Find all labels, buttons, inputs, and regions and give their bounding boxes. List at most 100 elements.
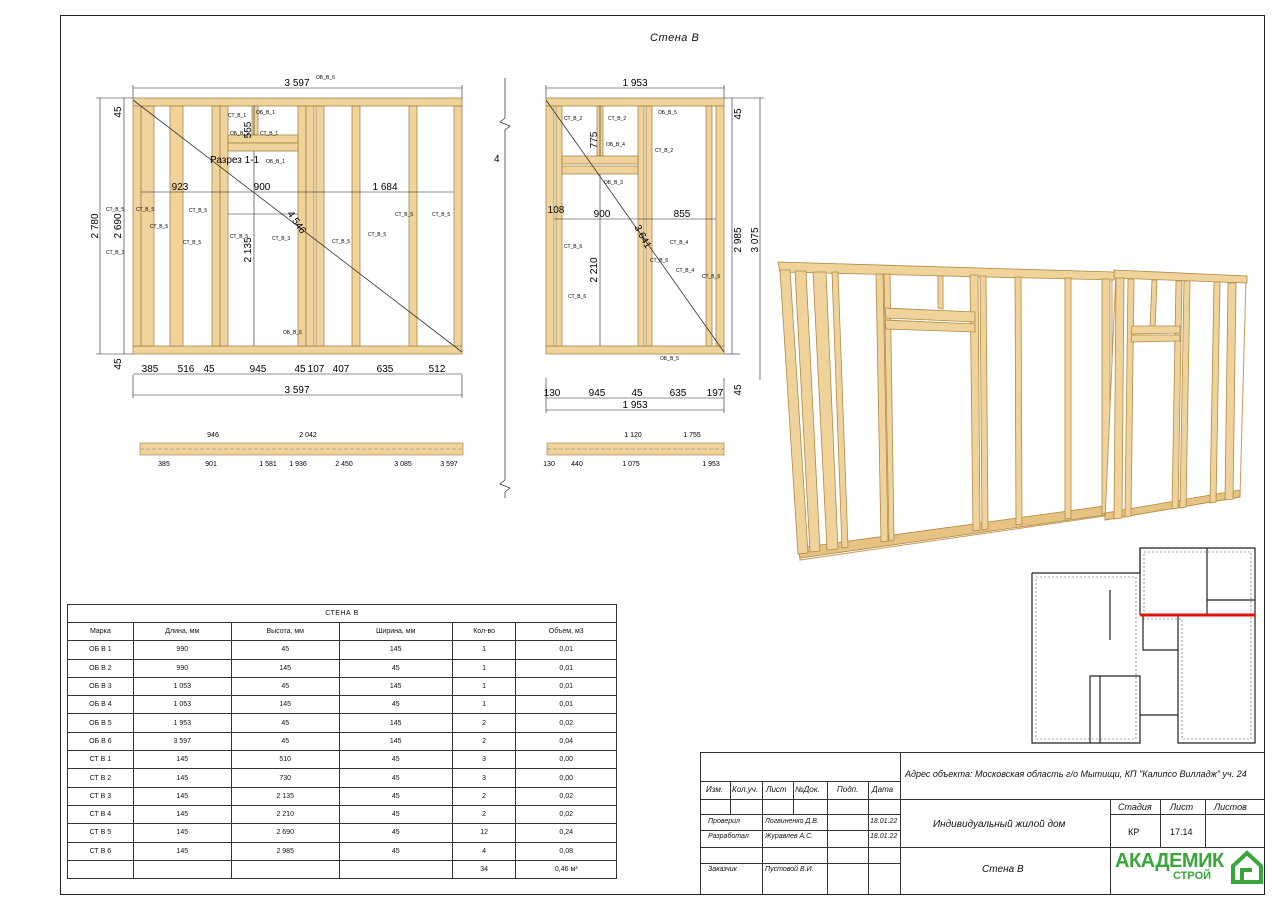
left-member-tag: СТ_В_5	[332, 239, 350, 245]
left-span-0: 923	[172, 182, 189, 193]
right-bottom-plate-dim: 45	[733, 384, 744, 396]
left-bottom-plate-dim: 45	[113, 358, 124, 370]
spec-cell: 0,02	[515, 713, 617, 733]
stamp-head-list: Лист	[766, 785, 787, 794]
spec-cell: 145	[132, 786, 232, 806]
right-plan-top-dim: 1 120	[624, 432, 642, 439]
key-plan	[1031, 547, 1256, 744]
left-plan-bottom-dim: 385	[158, 461, 170, 468]
right-chain-dim: 945	[589, 388, 606, 399]
spec-cell: 2 210	[230, 804, 340, 825]
spec-cell: 0,02	[515, 804, 617, 825]
stamp-checked-date: 18.01.22	[870, 818, 898, 825]
stamp-sheets-label: Листов	[1214, 802, 1247, 812]
stamp-head-izm: Изм.	[706, 785, 724, 794]
spec-cell: 145	[132, 768, 232, 788]
spec-cell: 145	[230, 695, 340, 715]
title-block: Адрес объекта: Московская область г/о Мы…	[700, 752, 1265, 895]
spec-cell: 2	[451, 713, 517, 733]
sheet-title: Стена В	[650, 32, 700, 44]
spec-header-cell: Длина, мм	[132, 621, 232, 642]
left-member-tag: ОБ_В_1	[266, 159, 285, 165]
spec-cell: 45	[230, 640, 340, 660]
left-top-plate-dim: 45	[113, 106, 124, 118]
right-span-0: 108	[548, 205, 565, 216]
left-plan-bottom-dim: 3 085	[394, 461, 412, 468]
spec-cell: 1 953	[132, 713, 232, 733]
stamp-sheet-label: Лист	[1170, 802, 1194, 812]
spec-cell: 1 053	[132, 695, 232, 715]
spec-cell: 990	[132, 640, 232, 660]
spec-cell: 45	[338, 768, 453, 788]
left-member-tag: ОБ_В_1	[256, 110, 275, 116]
right-height-overall: 3 075	[750, 227, 761, 252]
right-member-tag: ОБ_В_5	[660, 356, 679, 362]
left-span-2: 1 684	[372, 182, 397, 193]
right-span-2: 855	[674, 209, 691, 220]
logo-sub-text: СТРОЙ	[1173, 870, 1212, 882]
iso-wall-view	[777, 261, 1248, 561]
spec-cell: 145	[338, 676, 453, 697]
left-member-tag: СТ_В_5	[395, 212, 413, 218]
spec-cell: 2	[451, 804, 517, 825]
spec-cell: ОБ В 2	[67, 658, 134, 678]
left-span-1: 900	[254, 182, 271, 193]
stamp-checked-label: Проверил	[708, 818, 740, 825]
spec-cell: 1	[451, 676, 517, 697]
spec-cell: 12	[451, 823, 517, 843]
spec-cell: 45	[230, 676, 340, 697]
spec-cell: СТ В 5	[67, 823, 134, 843]
spec-cell: 0,04	[515, 731, 617, 752]
stamp-address: Адрес объекта: Московская область г/о Мы…	[905, 769, 1247, 779]
right-member-tag: СТ_В_6	[568, 294, 586, 300]
spec-cell: 0,08	[515, 841, 617, 861]
left-door-height: 2 135	[243, 237, 254, 262]
spec-cell: 2 985	[230, 841, 340, 861]
spec-cell: 145	[132, 750, 232, 770]
right-member-tag: ОБ_В_3	[604, 180, 623, 186]
left-member-tag: СТ_В_5	[183, 240, 201, 246]
spec-cell: СТ В 6	[67, 841, 134, 861]
spec-cell: 145	[132, 823, 232, 843]
left-member-tag: СТ_В_5	[368, 232, 386, 238]
spec-cell: 3	[451, 750, 517, 770]
left-member-tag: СТ_В_5	[136, 207, 154, 213]
spec-cell: 145	[338, 713, 453, 733]
spec-cell: 510	[230, 750, 340, 770]
stamp-sheet-no: 17.14	[1170, 827, 1193, 837]
spec-header-cell: Кол-во	[451, 621, 517, 642]
left-top-overall: 3 597	[284, 78, 309, 89]
spec-cell: 45	[338, 695, 453, 715]
right-plan-top-dim: 1 755	[683, 432, 701, 439]
spec-cell: 3	[451, 768, 517, 788]
spec-header-cell: Объем, м3	[515, 621, 617, 642]
right-diagonal	[545, 99, 725, 353]
stamp-project-name: Индивидуальный жилой дом	[933, 819, 1066, 830]
right-member-tag: СТ_В_6	[650, 258, 668, 264]
left-chain-dim: 45	[294, 364, 306, 375]
right-member-tag: СТ_В_2	[564, 116, 582, 122]
stamp-head-ndok: №Док.	[795, 785, 820, 794]
spec-total-qty: 34	[451, 859, 517, 880]
spec-cell: 1	[451, 658, 517, 678]
spec-cell: ОБ В 1	[67, 640, 134, 660]
left-chain-dim: 945	[250, 364, 267, 375]
spec-cell: СТ В 3	[67, 786, 134, 806]
left-plan-top-dim: 946	[207, 432, 219, 439]
spec-cell: 45	[230, 731, 340, 752]
spec-cell: 45	[338, 786, 453, 806]
right-member-tag: СТ_В_4	[676, 268, 694, 274]
spec-cell: ОБ В 5	[67, 713, 134, 733]
stamp-head-data: Дата	[872, 785, 894, 794]
